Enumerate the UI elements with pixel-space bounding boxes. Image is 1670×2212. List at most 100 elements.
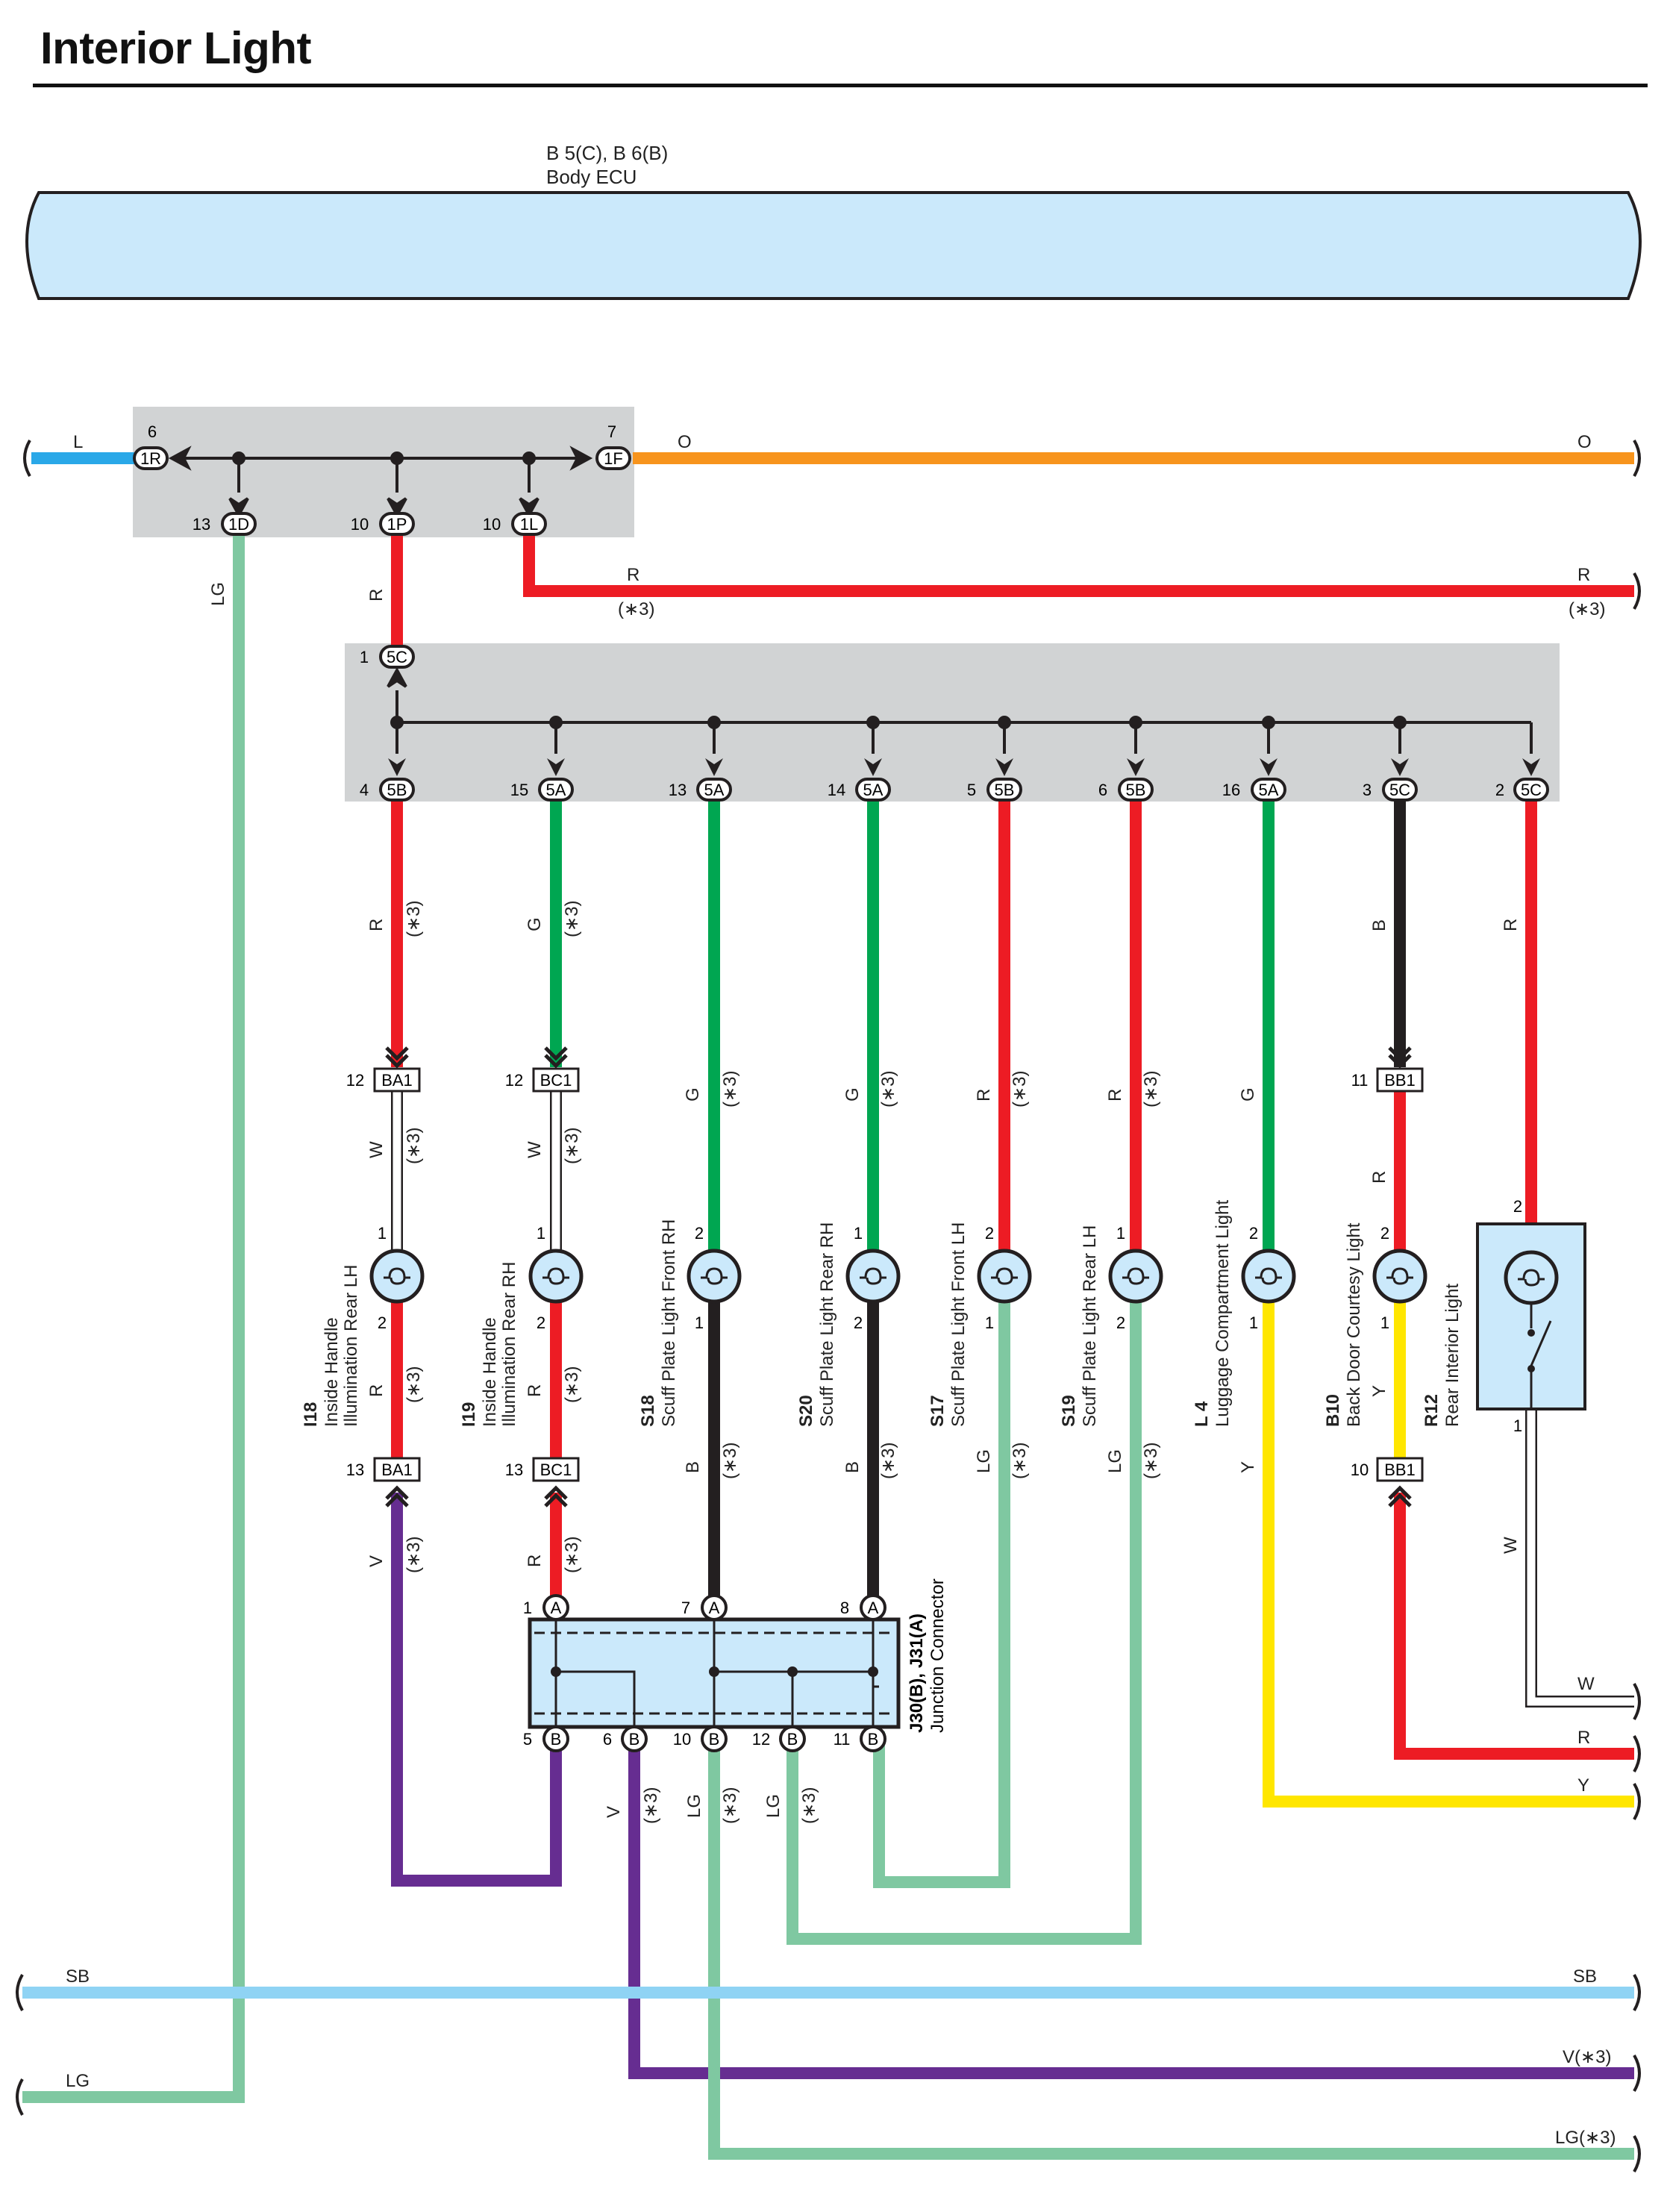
wire-LG-10B: [708, 1731, 1634, 2160]
svg-text:3: 3: [1363, 781, 1372, 799]
pin-1R: 1R 6: [133, 422, 169, 470]
svg-text:S17: S17: [928, 1395, 948, 1427]
break-marks: [16, 439, 1641, 2173]
svg-text:5C: 5C: [1389, 781, 1410, 799]
svg-text:R: R: [974, 1089, 994, 1102]
svg-text:Rear Interior Light: Rear Interior Light: [1442, 1284, 1463, 1427]
svg-text:I18: I18: [301, 1402, 321, 1427]
body-ecu-block: [25, 191, 1642, 300]
svg-text:2: 2: [378, 1313, 387, 1332]
lamp-I19-icon: 1 2: [528, 1224, 584, 1332]
svg-text:R: R: [366, 919, 387, 931]
pin-5-5B: 5B5: [967, 778, 1022, 802]
svg-text:1L: 1L: [520, 515, 538, 534]
svg-text:2: 2: [1495, 781, 1504, 799]
connector-BB1-top: BB1 11: [1351, 1046, 1424, 1093]
lamp-S20-icon: 1 2: [845, 1224, 901, 1332]
svg-text:R: R: [366, 589, 387, 602]
ecu-name: Body ECU: [546, 166, 637, 188]
connector-BC1-bottom: BC1 13: [505, 1457, 580, 1508]
wire-V-I18: [391, 1493, 562, 1887]
jc-pin-10B: B10: [673, 1725, 728, 1752]
svg-text:Scuff Plate Light Front RH: Scuff Plate Light Front RH: [659, 1219, 679, 1427]
svg-text:LG(∗3): LG(∗3): [1555, 2128, 1616, 2148]
svg-text:5A: 5A: [1259, 781, 1279, 799]
jc-name: Junction Connector: [928, 1578, 948, 1733]
svg-text:2: 2: [854, 1313, 863, 1332]
svg-text:(∗3): (∗3): [878, 1443, 898, 1479]
svg-text:Luggage Compartment Light: Luggage Compartment Light: [1213, 1199, 1233, 1427]
svg-text:(∗3): (∗3): [720, 1443, 740, 1479]
pins-block-1: 1R 6 1F 7 1D 13 1P 10 1L 10: [133, 422, 631, 536]
pin-3-5C: 5C 3: [1363, 778, 1418, 802]
svg-text:(∗3): (∗3): [1141, 1071, 1161, 1107]
pin-4-5B: 5B4: [360, 778, 415, 802]
svg-text:1: 1: [537, 1224, 545, 1243]
jc-pin-11B: B11: [834, 1725, 886, 1752]
svg-text:15: 15: [510, 781, 528, 799]
svg-text:S19: S19: [1059, 1395, 1079, 1427]
junction-connector: A1 A7 A8 B5 B6 B10 B12 B11 J30(B), J31(A…: [523, 1578, 948, 1752]
svg-text:6: 6: [1098, 781, 1107, 799]
svg-text:13: 13: [669, 781, 687, 799]
svg-text:(∗3): (∗3): [1569, 599, 1605, 619]
svg-text:G: G: [683, 1087, 703, 1102]
svg-text:O: O: [678, 432, 692, 452]
svg-text:5: 5: [967, 781, 976, 799]
svg-text:LG: LG: [1105, 1449, 1125, 1473]
svg-text:Scuff Plate Light Front LH: Scuff Plate Light Front LH: [948, 1222, 969, 1427]
svg-text:B10: B10: [1323, 1394, 1343, 1427]
svg-text:(∗3): (∗3): [562, 1537, 582, 1573]
svg-text:R: R: [525, 1384, 545, 1397]
svg-text:6: 6: [148, 422, 157, 441]
svg-text:1: 1: [1249, 1313, 1258, 1332]
svg-text:S18: S18: [638, 1395, 658, 1427]
svg-text:(∗3): (∗3): [618, 599, 654, 619]
svg-text:BB1: BB1: [1384, 1460, 1416, 1479]
svg-text:(∗3): (∗3): [720, 1071, 740, 1107]
svg-text:(∗3): (∗3): [404, 1366, 424, 1403]
svg-text:L 4: L 4: [1192, 1401, 1212, 1427]
svg-text:R12: R12: [1422, 1394, 1442, 1427]
pin-1L: 1L 10: [483, 512, 547, 536]
jc-code: J30(B), J31(A): [907, 1613, 927, 1733]
svg-text:R: R: [1369, 1171, 1389, 1184]
wire-R-B10-lower: [1394, 1493, 1634, 1760]
svg-text:2: 2: [1116, 1313, 1125, 1332]
pin-1F: 1F 7: [595, 422, 631, 470]
jc-pin-5B: B5: [523, 1725, 569, 1752]
svg-text:1: 1: [1116, 1224, 1125, 1243]
svg-text:(∗3): (∗3): [1010, 1071, 1030, 1107]
svg-text:5B: 5B: [387, 781, 407, 799]
lamp-B10-icon: 2 1: [1372, 1224, 1427, 1332]
wire-LG-S19: [786, 1299, 1142, 1945]
wire-W-R12: [1525, 1410, 1634, 1708]
jc-pin-8A: A8: [840, 1594, 886, 1621]
svg-text:G: G: [525, 917, 545, 931]
svg-text:Scuff Plate Light Rear RH: Scuff Plate Light Rear RH: [817, 1222, 837, 1427]
svg-text:B: B: [868, 1730, 879, 1749]
svg-text:V(∗3): V(∗3): [1563, 2047, 1611, 2067]
pin-5C-top: 5C 1: [360, 645, 415, 669]
svg-text:Back Door Courtesy Light: Back Door Courtesy Light: [1344, 1222, 1364, 1427]
pin-6-5B: 5B6: [1098, 778, 1154, 802]
jc-pin-6B: B6: [603, 1725, 648, 1752]
svg-text:2: 2: [1249, 1224, 1258, 1243]
svg-text:BC1: BC1: [540, 1071, 572, 1090]
svg-text:LG: LG: [974, 1449, 994, 1473]
wire-R-1L: [523, 534, 1634, 597]
svg-text:B: B: [629, 1730, 640, 1749]
wire-V-6B: [628, 1731, 1634, 2079]
svg-text:R: R: [366, 1384, 387, 1397]
svg-text:(∗3): (∗3): [799, 1787, 819, 1824]
svg-text:(∗3): (∗3): [641, 1787, 661, 1824]
svg-text:G: G: [1238, 1087, 1258, 1102]
wire-LG-1D: [22, 534, 245, 2103]
lamp-S19-icon: 1 2: [1108, 1224, 1163, 1332]
jc-pin-12B: B12: [752, 1725, 806, 1752]
